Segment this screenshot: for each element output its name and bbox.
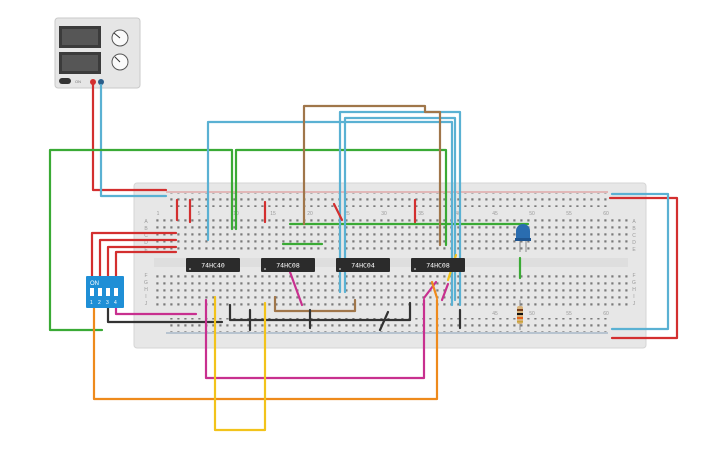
column-number-top: 45 xyxy=(492,211,498,217)
column-number-top: 25 xyxy=(344,211,350,217)
switch-label: ON xyxy=(75,79,81,84)
row-letter-right: F xyxy=(632,273,635,279)
row-letter-left: D xyxy=(144,240,148,246)
row-letter-right: G xyxy=(632,280,636,286)
wire-right-blue[interactable] xyxy=(610,192,670,331)
row-letter-right: C xyxy=(632,233,636,239)
column-number-bottom: 55 xyxy=(566,311,572,317)
column-number-bottom: 45 xyxy=(492,311,498,317)
wire-orange-short[interactable] xyxy=(430,280,439,300)
dip-toggle-2[interactable] xyxy=(98,288,102,296)
power-switch[interactable] xyxy=(59,78,71,84)
column-number-top: 50 xyxy=(529,211,535,217)
bottom-terminal-strip[interactable] xyxy=(154,272,628,307)
wire-red-power[interactable] xyxy=(91,83,168,192)
column-number-top: 5 xyxy=(198,211,201,217)
wire-black-bus[interactable] xyxy=(228,301,412,322)
dip-toggle-3[interactable] xyxy=(106,288,110,296)
row-letter-left: F xyxy=(144,273,147,279)
row-letter-right: A xyxy=(632,219,636,225)
row-letter-left: B xyxy=(144,226,148,232)
wire-black-short2[interactable] xyxy=(378,310,390,332)
column-number-top: 1 xyxy=(157,211,160,217)
wire-brown-top[interactable] xyxy=(302,104,442,247)
dip-toggle-4[interactable] xyxy=(114,288,118,296)
dip-on-label: ON xyxy=(90,281,99,287)
wire-magenta-long[interactable] xyxy=(204,298,426,380)
column-number-top: 30 xyxy=(381,211,387,217)
column-number-top: 55 xyxy=(566,211,572,217)
bottom-power-rail[interactable] xyxy=(168,318,608,332)
row-letter-left: G xyxy=(144,280,148,286)
resistor[interactable] xyxy=(517,300,523,330)
row-letter-right: D xyxy=(632,240,636,246)
column-number-bottom: 50 xyxy=(529,311,535,317)
chip-1-label: 74HC40 xyxy=(201,262,225,270)
led[interactable] xyxy=(515,224,531,252)
dip-num-1: 1 xyxy=(90,300,93,306)
wire-right-red[interactable] xyxy=(608,196,679,340)
row-letter-right: J xyxy=(633,301,636,307)
dip-switch[interactable]: ON 1 2 3 4 xyxy=(86,276,124,308)
wire-red-dip2[interactable] xyxy=(98,238,178,282)
row-letter-right: H xyxy=(632,287,636,293)
negative-terminal[interactable] xyxy=(98,79,104,85)
dip-num-4: 4 xyxy=(114,300,117,306)
column-number-top: 20 xyxy=(307,211,313,217)
chip-3[interactable]: 74HC04 xyxy=(336,258,390,272)
chip-4[interactable]: 74HC08 xyxy=(411,258,465,272)
wire-blue-1[interactable] xyxy=(206,120,454,307)
wire-red-dip1[interactable] xyxy=(90,231,178,282)
wire-magenta-diag2[interactable] xyxy=(422,280,438,300)
column-number-top: 15 xyxy=(270,211,276,217)
wire-red-dip3[interactable] xyxy=(106,245,178,282)
wire-red-j4[interactable] xyxy=(332,202,344,222)
wire-green-left[interactable] xyxy=(48,148,234,332)
wire-magenta-diag3[interactable] xyxy=(440,282,450,302)
row-letter-left: I xyxy=(145,294,146,300)
column-number-bottom: 60 xyxy=(603,311,609,317)
chip-3-label: 74HC04 xyxy=(351,262,375,270)
column-number-top: 35 xyxy=(418,211,424,217)
row-letter-left: C xyxy=(144,233,148,239)
top-power-rail[interactable] xyxy=(168,193,608,207)
row-letter-left: J xyxy=(145,301,148,307)
chip-2[interactable]: 74HC08 xyxy=(261,258,315,272)
wires xyxy=(48,83,679,432)
row-letter-right: E xyxy=(632,247,636,253)
row-letter-right: B xyxy=(632,226,636,232)
row-letter-left: A xyxy=(144,219,148,225)
dip-toggle-1[interactable] xyxy=(90,288,94,296)
chips: 74HC40 74HC08 74HC04 74HC08 xyxy=(186,258,465,272)
row-letter-left: H xyxy=(144,287,148,293)
power-supply[interactable]: ON xyxy=(54,17,141,89)
column-number-top: 40 xyxy=(455,211,461,217)
dip-num-2: 2 xyxy=(98,300,101,306)
chip-1[interactable]: 74HC40 xyxy=(186,258,240,272)
wire-red-dip4[interactable] xyxy=(114,250,178,282)
positive-terminal[interactable] xyxy=(90,79,96,85)
wire-magenta-dip[interactable] xyxy=(114,304,198,316)
chip-2-label: 74HC08 xyxy=(276,262,300,270)
wire-yellow[interactable] xyxy=(213,295,267,432)
wire-blue-3[interactable] xyxy=(343,116,457,302)
dip-num-3: 3 xyxy=(106,300,109,306)
row-letter-left: E xyxy=(144,247,148,253)
wire-blue-2[interactable] xyxy=(338,110,462,307)
wire-blue-power[interactable] xyxy=(99,83,168,198)
wire-black-dip[interactable] xyxy=(106,304,224,324)
row-letter-right: I xyxy=(633,294,634,300)
column-number-top: 60 xyxy=(603,211,609,217)
chip-4-label: 74HC08 xyxy=(426,262,450,270)
wire-magenta-diag[interactable] xyxy=(288,270,304,307)
wire-brown-bottom[interactable] xyxy=(273,295,357,313)
